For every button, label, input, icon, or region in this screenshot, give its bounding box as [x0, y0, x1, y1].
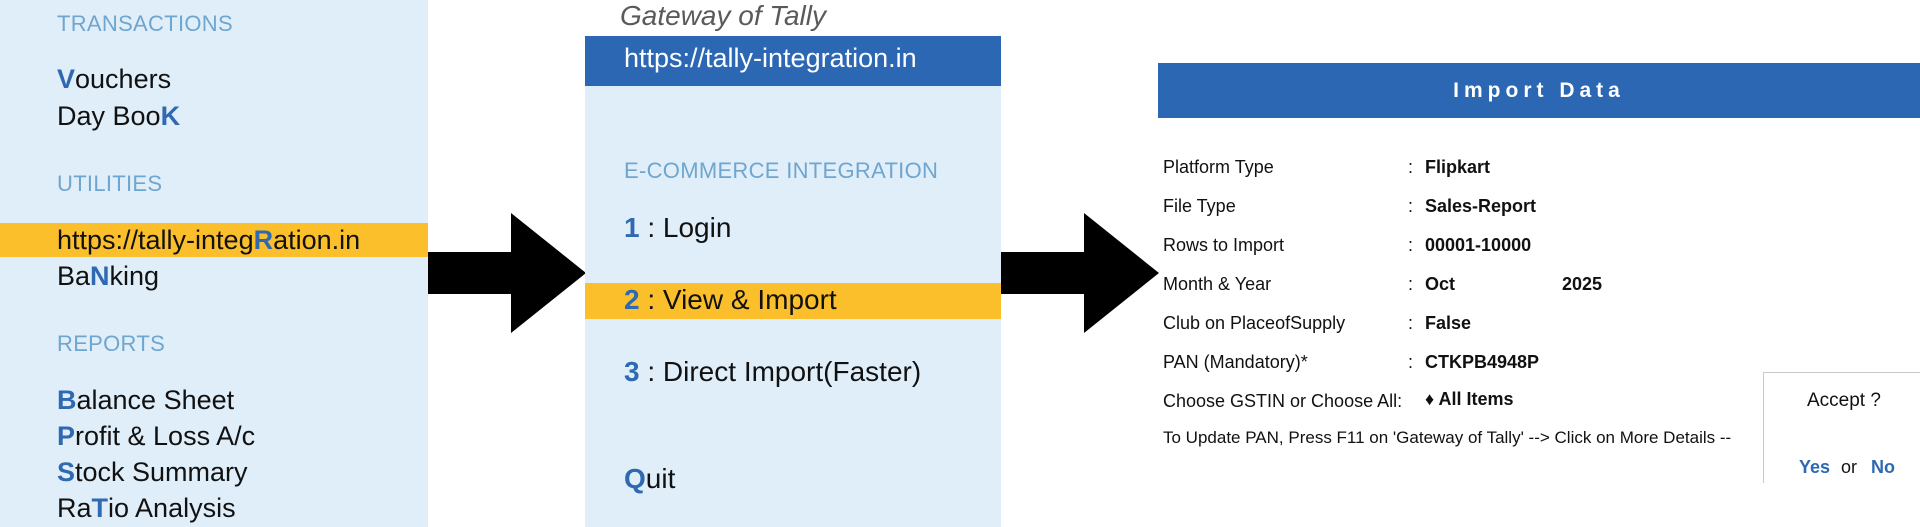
menu-item-balance-sheet[interactable]: Balance Sheet: [57, 385, 235, 415]
field-colon: :: [1408, 313, 1414, 333]
arrow-right-icon: [428, 213, 586, 333]
field-choose-gstin[interactable]: ♦ All Items: [1425, 389, 1514, 409]
section-transactions: TRANSACTIONS: [57, 11, 233, 36]
menu-item-profit-loss[interactable]: Profit & Loss A/c: [57, 421, 256, 451]
accept-dialog: [1763, 372, 1920, 483]
menu-header-title: https://tally-integration.in: [624, 43, 917, 73]
label-choose-gstin: Choose GSTIN or Choose All:: [1163, 391, 1403, 411]
label-pan: PAN (Mandatory)*: [1163, 352, 1308, 372]
selected-row-highlight: [0, 223, 428, 257]
no-button[interactable]: No: [1871, 457, 1895, 477]
arrow-right-icon: [1001, 213, 1159, 333]
section-reports: REPORTS: [57, 331, 166, 356]
import-data-title: Import Data: [1453, 79, 1625, 102]
field-file-type[interactable]: Sales-Report: [1425, 196, 1537, 216]
field-colon: :: [1408, 196, 1414, 216]
yes-button[interactable]: Yes: [1799, 457, 1831, 477]
menu-item-login[interactable]: 1 : Login: [624, 212, 732, 243]
menu-item-tally-integration[interactable]: https://tally-integRation.in: [57, 225, 361, 255]
label-platform-type: Platform Type: [1163, 157, 1274, 177]
field-month[interactable]: Oct: [1425, 274, 1456, 294]
accept-prompt: Accept ?: [1807, 390, 1881, 411]
field-colon: :: [1408, 235, 1414, 255]
label-rows-to-import: Rows to Import: [1163, 235, 1285, 255]
gateway-menu-panel: [0, 0, 428, 527]
menu-item-daybook[interactable]: Day BooK: [57, 101, 181, 131]
menu-item-view-import[interactable]: 2 : View & Import: [624, 284, 837, 315]
label-club-on-placeofsupply: Club on PlaceofSupply: [1163, 313, 1346, 333]
menu-item-direct-import[interactable]: 3 : Direct Import(Faster): [624, 356, 922, 387]
menu-item-quit[interactable]: Quit: [624, 463, 676, 494]
import-data-header: [1158, 63, 1920, 118]
field-club-on-placeofsupply[interactable]: False: [1425, 313, 1472, 333]
update-pan-note: To Update PAN, Press F11 on 'Gateway of …: [1163, 428, 1732, 447]
field-pan[interactable]: CTKPB4948P: [1425, 352, 1540, 372]
field-year[interactable]: 2025: [1562, 274, 1603, 294]
integration-menu-panel: [585, 36, 1001, 527]
label-month-year: Month & Year: [1163, 274, 1272, 294]
menu-item-banking[interactable]: BaNking: [57, 261, 160, 291]
or-text: or: [1841, 457, 1858, 477]
menu-item-vouchers[interactable]: Vouchers: [57, 64, 172, 94]
label-file-type: File Type: [1163, 196, 1236, 216]
menu-header-bar: [585, 36, 1001, 86]
window-title: Gateway of Tally: [620, 0, 826, 31]
field-rows-to-import[interactable]: 00001-10000: [1425, 235, 1532, 255]
selected-row-highlight: [585, 283, 1001, 319]
menu-item-ratio-analysis[interactable]: RaTio Analysis: [57, 493, 236, 523]
field-platform-type[interactable]: Flipkart: [1425, 157, 1491, 177]
field-colon: :: [1408, 352, 1414, 372]
section-utilities: UTILITIES: [57, 171, 163, 196]
menu-item-stock-summary[interactable]: Stock Summary: [57, 457, 248, 487]
section-ecommerce-integration: E-COMMERCE INTEGRATION: [624, 158, 939, 183]
field-colon: :: [1408, 274, 1414, 294]
field-colon: :: [1408, 157, 1414, 177]
